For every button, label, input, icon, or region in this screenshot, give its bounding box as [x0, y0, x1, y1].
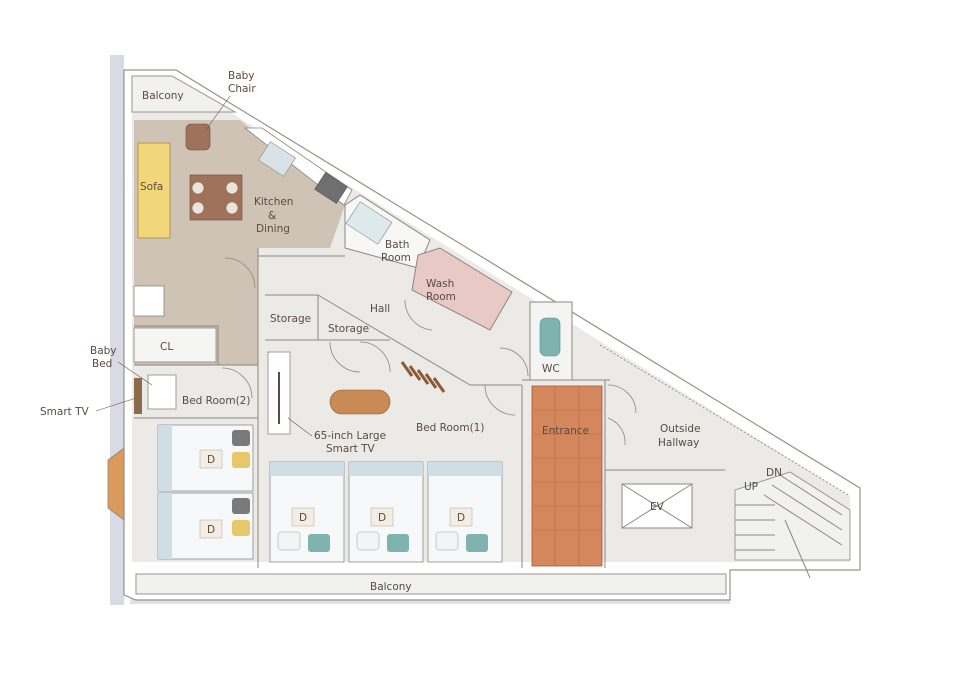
leader-line: [287, 417, 313, 437]
bed-mark: D: [457, 512, 465, 524]
top-balcony: [131, 75, 237, 113]
living-floor: [134, 120, 345, 365]
bay-window: [107, 447, 125, 521]
dining-chair: [191, 201, 205, 215]
entrance-tile-grid: [532, 386, 602, 566]
kitchen-stove: [314, 172, 348, 204]
door-swing: [499, 347, 529, 377]
staircase: [734, 471, 851, 579]
dining-chair: [225, 201, 239, 215]
door-swing: [221, 367, 253, 399]
baby-chair: [185, 123, 211, 151]
label-kitchen-2: &: [268, 210, 276, 222]
door-swing: [359, 341, 391, 373]
label-kitchen-3: Dining: [256, 223, 290, 235]
bed-mark: D: [207, 454, 215, 466]
smart-tv-small: [134, 378, 142, 414]
cabinet: [133, 285, 165, 317]
label-bath-2: Room: [381, 252, 411, 264]
label-balcony-top: Balcony: [142, 90, 184, 102]
leader-line: [205, 95, 231, 131]
label-dn: DN: [766, 467, 782, 479]
label-baby-chair-1: Baby: [228, 70, 255, 82]
baby-bed: [147, 374, 177, 410]
label-balcony-bottom: Balcony: [370, 581, 412, 593]
bed-mark-group: D D D D D: [199, 449, 473, 539]
entrance-floor: [531, 385, 603, 567]
kitchen-sink: [258, 141, 296, 177]
wall: [317, 294, 471, 386]
label-bedroom2: Bed Room(2): [182, 395, 250, 407]
bed-mark: D: [299, 512, 307, 524]
door-swing: [607, 417, 626, 446]
label-wc: WC: [542, 363, 560, 375]
label-kitchen-1: Kitchen: [254, 196, 293, 208]
outside-fence: [599, 344, 851, 497]
door-swing: [404, 299, 433, 331]
door-swing: [224, 257, 256, 289]
label-tv65-1: 65-inch Large: [314, 430, 386, 442]
label-wash-1: Wash: [426, 278, 454, 290]
coffee-table: [329, 389, 391, 415]
label-up: UP: [744, 481, 758, 493]
label-smart-tv: Smart TV: [40, 406, 90, 418]
dining-chair: [225, 181, 239, 195]
toilet: [539, 317, 561, 357]
label-outside-1: Outside: [660, 423, 701, 435]
label-storage-a: Storage: [270, 313, 311, 325]
label-storage-b: Storage: [328, 323, 369, 335]
bathtub: [345, 201, 393, 245]
leader-line: [117, 361, 153, 386]
label-tv65-2: Smart TV: [326, 443, 376, 455]
label-hall: Hall: [370, 303, 390, 315]
door-swing: [607, 384, 637, 414]
dining-chair: [191, 181, 205, 195]
wash-room: [411, 247, 513, 331]
label-baby-bed-2: Bed: [92, 358, 112, 370]
label-sofa: Sofa: [140, 181, 163, 193]
bottom-balcony: [135, 573, 727, 595]
label-bedroom1: Bed Room(1): [416, 422, 484, 434]
sofa: [137, 142, 171, 239]
leader-line: [95, 397, 137, 412]
bed-mark: D: [378, 512, 386, 524]
door-swing: [484, 384, 516, 416]
label-outside-2: Hallway: [658, 437, 699, 449]
label-baby-chair-2: Chair: [228, 83, 256, 95]
label-ev: EV: [650, 501, 665, 513]
label-baby-bed-1: Baby: [90, 345, 117, 357]
bed-mark: D: [207, 524, 215, 536]
hanger-rack: [400, 361, 446, 393]
label-bath-1: Bath: [385, 239, 409, 251]
label-cl: CL: [160, 341, 173, 353]
elevator-cross: [621, 483, 693, 529]
door-swing: [329, 341, 361, 373]
label-entrance: Entrance: [542, 425, 589, 437]
left-wall-shadow: [110, 55, 124, 605]
closet: [133, 327, 217, 363]
bed: [427, 461, 503, 563]
label-wash-2: Room: [426, 291, 456, 303]
